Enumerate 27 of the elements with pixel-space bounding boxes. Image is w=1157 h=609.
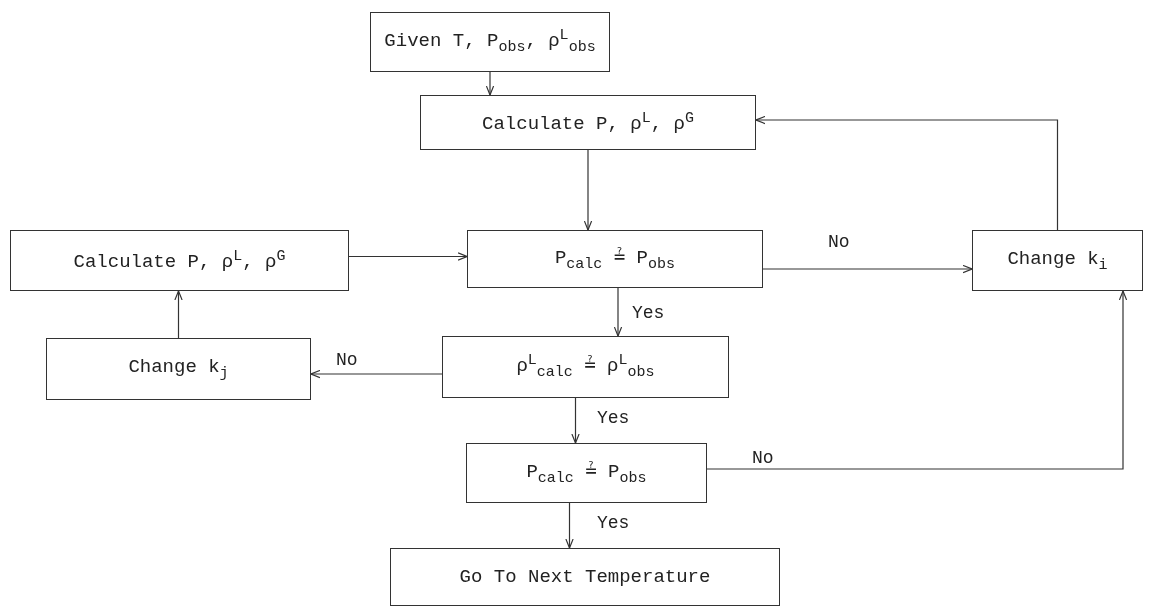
box-text: Go To Next Temperature [459,566,711,588]
arrow [583,149,593,231]
arrow [755,115,1059,231]
arrow [613,287,623,337]
process-box [467,230,763,288]
arrow [706,290,1128,470]
arrow [762,264,973,274]
process-box [370,12,610,72]
process-box [442,336,729,398]
process-box [466,443,707,503]
arrow [565,502,574,549]
arrow [310,369,443,379]
box-text: Calculate P, ρ$^{L}$, ρ$^{G}$ [73,247,286,274]
arrow [348,252,468,261]
box-text: P$_{calc}$ ≟ P$_{obs}$ [554,246,676,273]
box-text: P$_{calc}$ ≟ P$_{obs}$ [526,460,647,487]
arrow [485,71,495,96]
process-box [46,338,311,400]
box-text: Calculate P, ρ$^{L}$, ρ$^{G}$ [482,109,694,136]
process-box [10,230,349,291]
process-box [972,230,1143,291]
process-box [390,548,780,606]
box-text: Change k$_{i}$ [1007,247,1108,274]
process-box [420,95,756,150]
box-text: Change k$_{j}$ [128,356,229,382]
arrow [174,290,183,339]
arrow [571,397,580,444]
